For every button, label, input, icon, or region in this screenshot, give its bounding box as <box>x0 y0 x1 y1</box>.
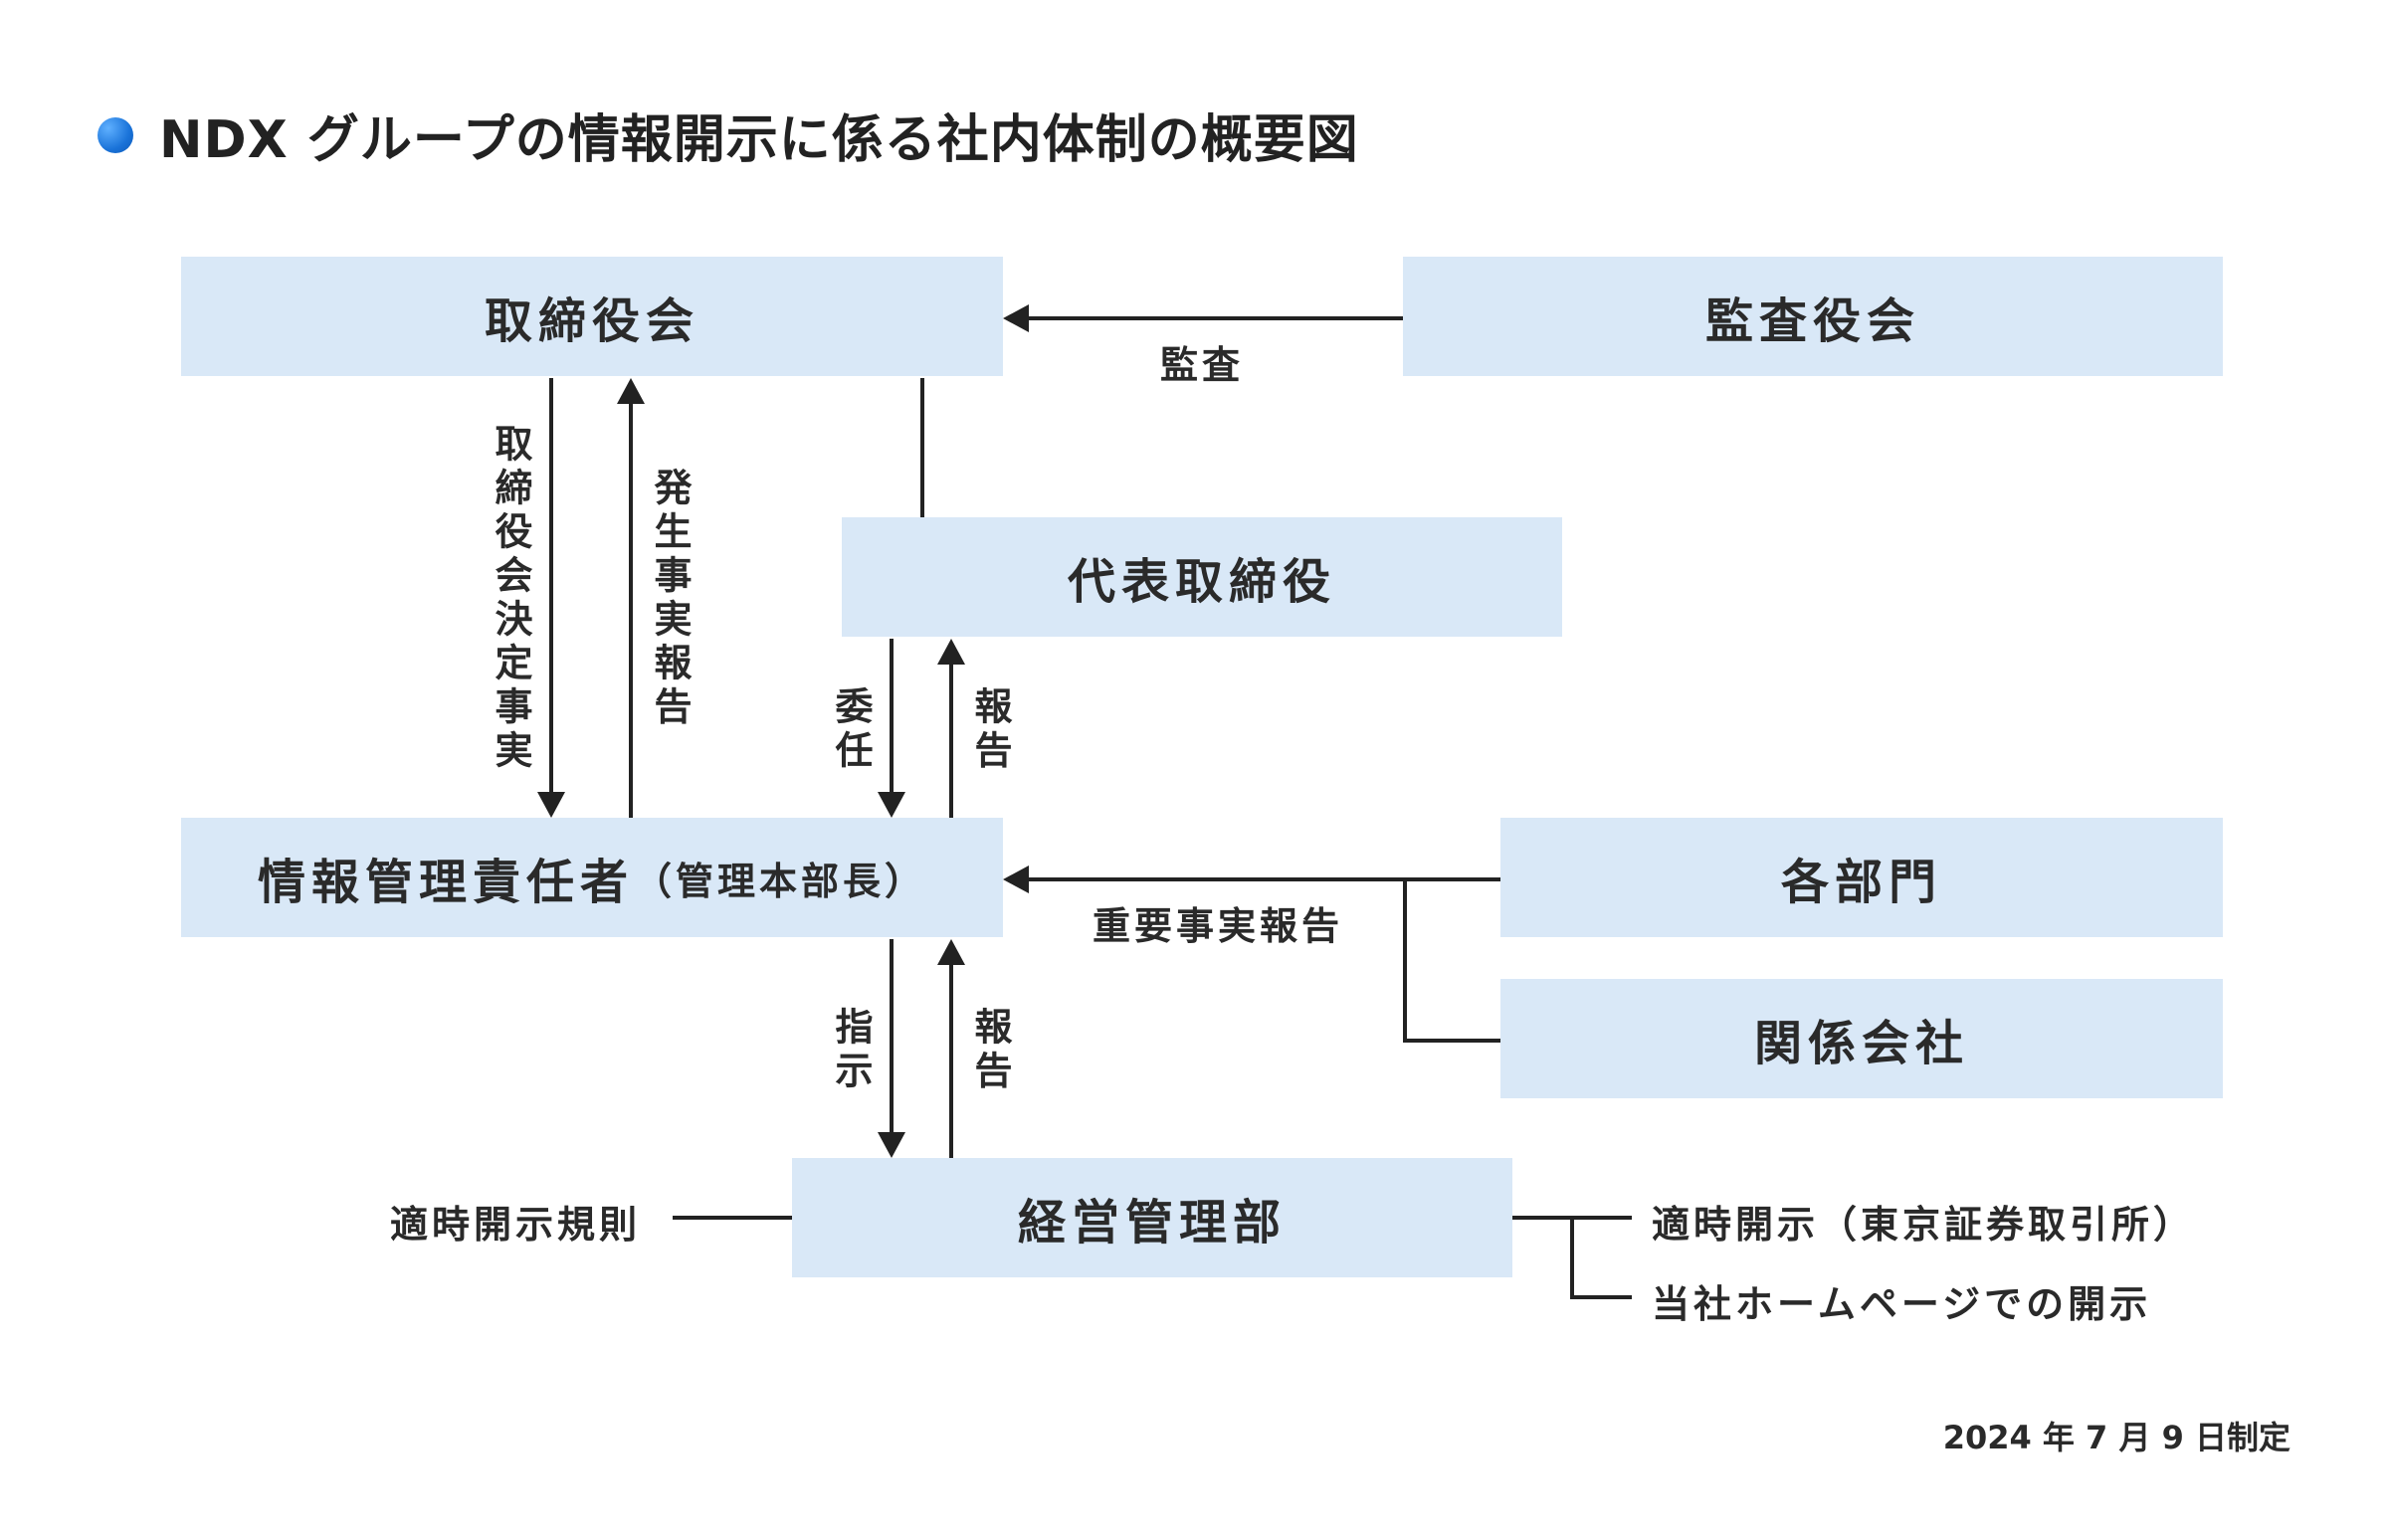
info-officer-box: 情報管理責任者（管理本部長） <box>181 818 1003 937</box>
board-label: 取締役会 <box>484 293 699 349</box>
affiliates-connector <box>1403 879 1500 1043</box>
delegation-arrowhead <box>878 792 905 818</box>
departments-box: 各部門 <box>1500 818 2223 937</box>
management-label: 経営管理部 <box>1017 1195 1287 1251</box>
bullet-icon <box>98 116 133 153</box>
important-facts-label: 重要事実報告 <box>1093 904 1344 948</box>
instruction-arrowhead <box>878 1132 905 1158</box>
homepage-disclosure-label: 当社ホームページでの開示 <box>1652 1282 2152 1326</box>
auditors-box: 監査役会 <box>1403 257 2223 376</box>
board-decisions-arrowhead <box>537 792 565 818</box>
page-title: NDX グループの情報開示に係る社内体制の概要図 <box>159 110 1359 170</box>
info-officer-label: 情報管理責任者 <box>257 855 634 910</box>
affiliates-label: 関係会社 <box>1753 1016 1969 1071</box>
report-mgmt-label: 報告 <box>968 1007 1012 1094</box>
report-ceo-label: 報告 <box>968 686 1012 774</box>
board-decisions-label: 取締役会決定事実 <box>489 424 532 774</box>
timely-disclosure-tse-label: 適時開示（東京証券取引所） <box>1652 1203 2196 1247</box>
audit-label: 監査 <box>1160 343 1245 387</box>
auditors-label: 監査役会 <box>1704 293 1920 349</box>
report-mgmt-arrowhead <box>937 939 965 965</box>
occurred-facts-arrowhead <box>617 378 645 404</box>
report-ceo-arrowhead <box>937 639 965 665</box>
established-date: 2024 年 7 月 9 日制定 <box>1942 1419 2290 1456</box>
important-facts-arrowhead <box>1003 866 1029 893</box>
ceo-box: 代表取締役 <box>842 517 1562 637</box>
affiliates-box: 関係会社 <box>1500 979 2223 1098</box>
homepage-connector <box>1570 1218 1632 1299</box>
timely-disclosure-rules-label: 適時開示規則 <box>390 1203 642 1247</box>
board-box: 取締役会 <box>181 257 1003 376</box>
instruction-label: 指示 <box>829 1007 873 1094</box>
audit-arrowhead <box>1003 304 1029 332</box>
info-officer-sublabel: （管理本部長） <box>634 859 927 903</box>
ceo-label: 代表取締役 <box>1067 554 1336 610</box>
occurred-facts-label: 発生事実報告 <box>648 468 692 730</box>
departments-label: 各部門 <box>1780 855 1942 910</box>
management-box: 経営管理部 <box>792 1158 1512 1277</box>
delegation-label: 委任 <box>829 686 873 774</box>
title-block: NDX グループの情報開示に係る社内体制の概要図 <box>98 97 1359 172</box>
